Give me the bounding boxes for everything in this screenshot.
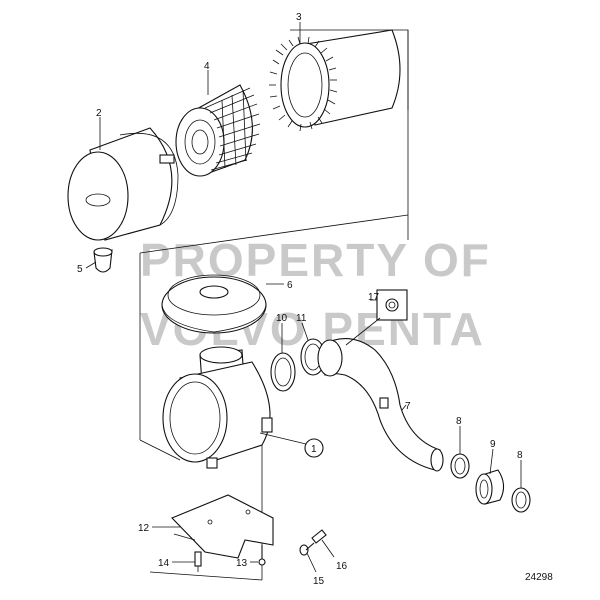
part-1-air-filter-housing bbox=[162, 346, 273, 469]
callout-4: 4 bbox=[204, 61, 210, 72]
callout-14: 14 bbox=[158, 558, 170, 569]
callout-3: 3 bbox=[296, 12, 302, 23]
part-10-clamp bbox=[270, 352, 296, 392]
part-5-valve bbox=[93, 247, 113, 273]
part-14-stud bbox=[194, 551, 202, 572]
callout-1: 1 bbox=[311, 444, 317, 455]
callout-13: 13 bbox=[236, 558, 248, 569]
leader-lines bbox=[85, 22, 522, 573]
callout-10: 10 bbox=[276, 313, 288, 324]
callout-15: 15 bbox=[313, 576, 325, 587]
callout-5: 5 bbox=[77, 264, 83, 275]
part-4-filter-element bbox=[175, 84, 261, 177]
watermark-line-1: PROPERTY OF bbox=[140, 234, 491, 286]
callout-17: 17 bbox=[368, 292, 380, 303]
callout-2: 2 bbox=[96, 108, 102, 119]
part-8-clamp-right bbox=[511, 487, 531, 513]
callout-6: 6 bbox=[287, 280, 293, 291]
callout-9: 9 bbox=[490, 439, 496, 450]
part-12-bracket bbox=[171, 494, 274, 559]
part-6-lid bbox=[161, 274, 267, 334]
part-2-cover bbox=[67, 127, 179, 241]
callout-11: 11 bbox=[296, 313, 307, 324]
part-17-detail-box bbox=[345, 289, 408, 346]
callout-1-circle bbox=[304, 438, 324, 458]
part-15-washer bbox=[299, 544, 309, 556]
part-3-housing-cylinder bbox=[269, 29, 401, 132]
reference-number: 24298 bbox=[525, 572, 553, 583]
callout-16: 16 bbox=[336, 561, 348, 572]
part-7-hose bbox=[317, 338, 444, 472]
callout-8-left: 8 bbox=[456, 416, 462, 427]
callout-7: 7 bbox=[405, 401, 411, 412]
callout-12: 12 bbox=[138, 523, 150, 534]
part-13-screw bbox=[258, 545, 266, 566]
part-16-bolt bbox=[305, 529, 327, 551]
part-9-connector bbox=[475, 469, 505, 505]
part-8-clamp-left bbox=[450, 453, 470, 479]
callout-8-right: 8 bbox=[517, 450, 523, 461]
